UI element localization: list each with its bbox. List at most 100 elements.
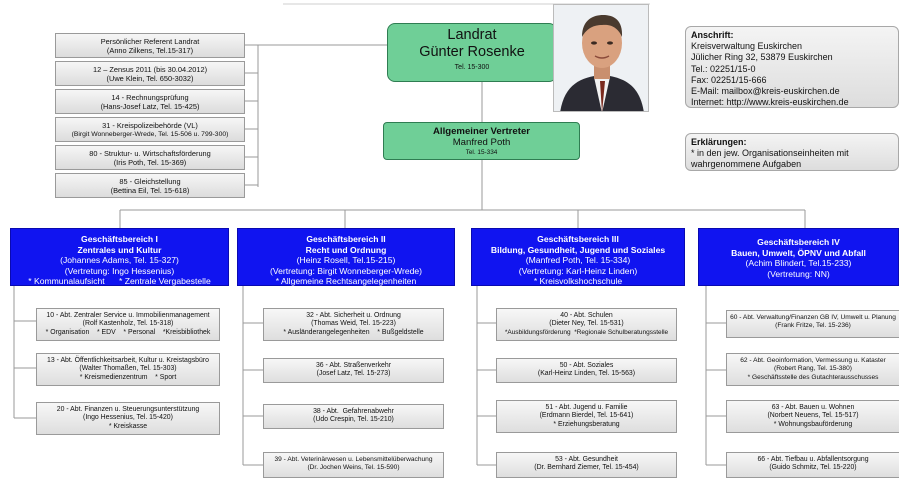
department-box[interactable]: 63 - Abt. Bauen u. Wohnen (Norbert Neuen… [726,400,899,433]
department-head: (Frank Fritze, Tel. 15-236) [775,322,851,330]
department-title: 66 - Abt. Tiefbau u. Abfallentsorgung [757,456,869,463]
staff-unit-contact: (Uwe Klein, Tel. 650-3032) [106,74,194,83]
department-tasks: * Geschäftsstelle des Gutachterausschuss… [747,373,879,381]
department-head: (Walter Thomaßen, Tel. 15-303) [79,365,177,373]
staff-unit[interactable]: 12 – Zensus 2011 (bis 30.04.2012) (Uwe K… [55,61,245,86]
staff-unit-contact: (Anno Zilkens, Tel.15-317) [106,46,194,55]
staff-unit[interactable]: 85 - Gleichstellung (Bettina Eil, Tel. 1… [55,173,245,198]
department-title: 63 - Abt. Bauen u. Wohnen [771,404,855,411]
gb-subtitle: Recht und Ordnung [305,244,387,255]
department-head: (Robert Rang, Tel. 15-380) [774,365,852,373]
department-head: (Dieter Ney, Tel. 15-531) [549,320,624,328]
department-tasks: * Ausländerangelegenheiten * Bußgeldstel… [283,328,424,336]
department-box[interactable]: 36 - Abt. Straßenverkehr (Josef Latz, Te… [263,358,444,383]
gb-title: Geschäftsbereich I [81,234,158,244]
department-title: 38 - Abt. Gefahrenabwehr [313,408,394,415]
staff-unit-title: 85 - Gleichstellung [119,177,181,186]
gb-1-header[interactable]: Geschäftsbereich I Zentrales und Kultur … [10,228,229,286]
department-box[interactable]: 50 - Abt. Soziales (Karl-Heinz Linden, T… [496,358,677,383]
department-title: 50 - Abt. Soziales [559,362,614,369]
legend-line: * in den jew. Organisationseinheiten mit [691,148,849,159]
department-title: 13 - Abt. Öffentlichkeitsarbeit, Kultur … [47,357,209,364]
legend-line: wahrgenommene Aufgaben [691,159,802,170]
website-link[interactable]: Internet: http://www.kreis-euskirchen.de [691,97,849,108]
gb-title: Geschäftsbereich III [537,234,619,244]
department-title: 51 - Abt. Jugend u. Familie [545,404,628,411]
landrat-box: Landrat Günter Rosenke Tel. 15-300 [387,23,557,82]
department-head: (Udo Crespin, Tel. 15-210) [313,416,394,424]
staff-unit-contact: (Birgit Wonneberger-Wrede, Tel. 15-506 u… [71,131,229,138]
vertreter-tel: Tel. 15-334 [465,149,498,156]
department-box[interactable]: 51 - Abt. Jugend u. Familie (Erdmann Bie… [496,400,677,433]
vertreter-box: Allgemeiner Vertreter Manfred Poth Tel. … [383,122,580,160]
address-line: Kreisverwaltung Euskirchen [691,41,803,52]
gb-vertretung: (Vertretung: Birgit Wonneberger-Wrede) [269,265,423,276]
staff-unit-title: 31 - Kreispolizeibehörde (VL) [102,121,198,130]
staff-unit[interactable]: 80 - Struktur- u. Wirtschaftsförderung (… [55,145,245,170]
department-box[interactable]: 13 - Abt. Öffentlichkeitsarbeit, Kultur … [36,353,220,386]
gb-person: (Johannes Adams, Tel. 15-327) [60,255,179,266]
department-box[interactable]: 39 - Abt. Veterinärwesen u. Lebensmittel… [263,452,444,478]
department-box[interactable]: 40 - Abt. Schulen (Dieter Ney, Tel. 15-5… [496,308,677,341]
department-box[interactable]: 62 - Abt. Geoinformation, Vermessung u. … [726,353,899,386]
department-tasks: * Erziehungsberatung [553,420,620,428]
department-head: (Norbert Neuens, Tel. 15-517) [767,412,859,420]
department-box[interactable]: 10 - Abt. Zentraler Service u. Immobilie… [36,308,220,341]
department-tasks: * Wohnungsbauförderung [773,420,853,428]
staff-unit-title: 12 – Zensus 2011 (bis 30.04.2012) [92,65,208,74]
department-head: (Thomas Weid, Tel. 15-223) [311,320,396,328]
address-line: Jülicher Ring 32, 53879 Euskirchen [691,52,833,63]
gb-extra: * Allgemeine Rechtsangelegenheiten [275,276,417,287]
department-tasks: *Ausbildungsförderung *Regionale Schulbe… [504,328,669,336]
department-tasks: * Kreiskasse [108,422,148,430]
department-box[interactable]: 20 - Abt. Finanzen u. Steuerungsunterstü… [36,402,220,435]
department-tasks: * Kreismedienzentrum * Sport [79,373,177,381]
landrat-title: Landrat [447,27,497,43]
department-head: (Dr. Bernhard Ziemer, Tel. 15-454) [534,464,639,472]
gb-3-header[interactable]: Geschäftsbereich III Bildung, Gesundheit… [471,228,685,286]
staff-unit-contact: (Iris Poth, Tel. 15-369) [113,158,187,167]
department-title: 62 - Abt. Geoinformation, Vermessung u. … [740,357,886,364]
department-title: 53 - Abt. Gesundheit [555,456,618,463]
portrait-image [554,5,648,111]
department-box[interactable]: 66 - Abt. Tiefbau u. Abfallentsorgung (G… [726,452,899,478]
department-box[interactable]: 53 - Abt. Gesundheit (Dr. Bernhard Zieme… [496,452,677,478]
landrat-tel: Tel. 15-300 [454,64,490,71]
department-head: (Erdmann Bierdel, Tel. 15-641) [539,412,634,420]
staff-unit-contact: (Hans-Josef Latz, Tel. 15-425) [100,102,200,111]
department-head: (Josef Latz, Tel. 15-273) [316,370,391,378]
gb-extra: * Kommunalaufsicht * Zentrale Vergabeste… [28,276,211,287]
department-box[interactable]: 38 - Abt. Gefahrenabwehr (Udo Crespin, T… [263,404,444,429]
staff-unit[interactable]: 14 - Rechnungsprüfung (Hans-Josef Latz, … [55,89,245,114]
staff-unit-contact: (Bettina Eil, Tel. 15-618) [110,186,190,195]
gb-4-header[interactable]: Geschäftsbereich IV Bauen, Umwelt, ÖPNV … [698,228,899,286]
gb-title: Geschäftsbereich IV [757,237,840,247]
gb-vertretung: (Vertretung: Karl-Heinz Linden) [518,265,638,276]
department-head: (Ingo Hessenius, Tel. 15-420) [83,414,173,422]
gb-extra: * Kreisvolkshochschule [533,276,623,287]
department-title: 60 - Abt. Verwaltung/Finanzen GB IV, Umw… [730,314,896,321]
gb-person: (Manfred Poth, Tel. 15-334) [525,255,631,266]
department-head: (Dr. Jochen Weins, Tel. 15-590) [307,464,400,472]
department-title: 40 - Abt. Schulen [560,312,613,319]
landrat-name: Günter Rosenke [419,44,525,60]
gb-2-header[interactable]: Geschäftsbereich II Recht und Ordnung (H… [237,228,455,286]
email-link[interactable]: E-Mail: mailbox@kreis-euskirchen.de [691,86,840,97]
address-title: Anschrift: [691,30,734,40]
department-head: (Guido Schmitz, Tel. 15-220) [769,464,857,472]
staff-unit[interactable]: Persönlicher Referent Landrat (Anno Zilk… [55,33,245,58]
department-box[interactable]: 32 - Abt. Sicherheit u. Ordnung (Thomas … [263,308,444,341]
department-title: 39 - Abt. Veterinärwesen u. Lebensmittel… [274,456,433,463]
gb-subtitle: Bildung, Gesundheit, Jugend und Soziales [490,244,666,255]
gb-vertretung: (Vertretung: NN) [767,268,830,279]
department-title: 32 - Abt. Sicherheit u. Ordnung [306,312,401,319]
staff-unit[interactable]: 31 - Kreispolizeibehörde (VL) (Birgit Wo… [55,117,245,142]
vertreter-title: Allgemeiner Vertreter [432,126,531,137]
gb-subtitle: Bauen, Umwelt, ÖPNV und Abfall [731,247,866,258]
gb-person: (Heinz Rosell, Tel.15-215) [296,255,396,266]
vertreter-name: Manfred Poth [452,137,511,148]
department-box[interactable]: 60 - Abt. Verwaltung/Finanzen GB IV, Umw… [726,310,899,338]
address-panel: Anschrift: Kreisverwaltung Euskirchen Jü… [685,26,899,108]
gb-title: Geschäftsbereich II [306,234,386,244]
